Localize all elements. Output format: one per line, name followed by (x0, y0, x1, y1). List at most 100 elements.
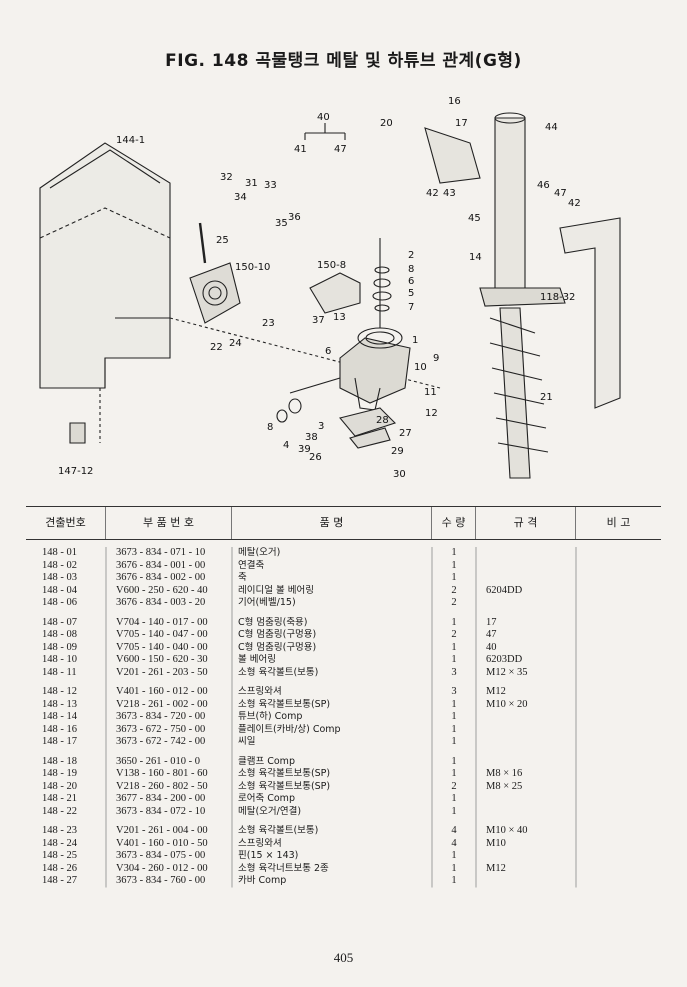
cell-spec: 6204DD (486, 584, 523, 596)
cell-name: 소형 육각볼트보통(SP) (238, 780, 331, 792)
svg-text:8: 8 (408, 264, 414, 275)
cell-part: V401 - 160 - 012 - 00 (116, 686, 208, 697)
cell-name: 카바 Comp (238, 875, 287, 886)
cell-no: 148 - 12 (42, 686, 77, 697)
svg-text:150-8: 150-8 (317, 260, 346, 271)
svg-text:9: 9 (433, 353, 439, 364)
cell-remark (576, 654, 661, 667)
svg-text:39: 39 (298, 444, 311, 455)
cell-part: V705 - 140 - 040 - 00 (116, 641, 208, 653)
cell-qty: 4 (451, 837, 457, 849)
cell-no: 148 - 10 (42, 654, 77, 665)
svg-text:30: 30 (393, 469, 406, 480)
svg-text:27: 27 (399, 428, 412, 439)
cell-spec: 17 (486, 616, 497, 628)
cell-spec (476, 560, 576, 573)
cell-spec (476, 793, 576, 806)
cell-spec (476, 547, 576, 560)
cell-remark (576, 838, 661, 851)
cell-name: C형 멈춤링(구멍용) (238, 629, 317, 640)
cell-no: 148 - 13 (42, 698, 77, 710)
cell-qty: 1 (451, 698, 457, 710)
cell-qty: 1 (451, 616, 457, 628)
cell-qty: 1 (451, 793, 457, 804)
cell-remark (576, 756, 661, 769)
cell-remark (576, 806, 661, 819)
cell-spec (476, 875, 576, 888)
cell-qty: 1 (451, 572, 457, 583)
cell-no: 148 - 11 (42, 666, 77, 678)
svg-text:5: 5 (408, 288, 414, 299)
svg-text:4: 4 (283, 440, 289, 451)
svg-text:6: 6 (325, 346, 331, 357)
cell-part: 3673 - 672 - 742 - 00 (116, 736, 206, 747)
cell-no: 148 - 21 (42, 793, 77, 804)
cell-qty: 4 (451, 825, 457, 836)
cell-no: 148 - 17 (42, 736, 77, 747)
svg-text:147-12: 147-12 (58, 466, 93, 477)
svg-text:26: 26 (309, 452, 322, 463)
cell-qty: 2 (451, 584, 457, 596)
cell-part: V704 - 140 - 017 - 00 (116, 616, 208, 628)
cell-no: 148 - 16 (42, 723, 77, 735)
exploded-parts-diagram: 144-1 32 31 33 34 35 36 25 150-10 150-8 … (20, 88, 660, 498)
cell-no: 148 - 14 (42, 711, 77, 722)
cell-qty: 1 (451, 654, 457, 665)
cell-remark (576, 793, 661, 806)
svg-text:42: 42 (568, 198, 581, 209)
header-spec: 규 격 (476, 507, 576, 539)
svg-text:44: 44 (545, 122, 558, 133)
cell-part: V201 - 261 - 004 - 00 (116, 825, 208, 836)
svg-text:16: 16 (448, 96, 461, 107)
cell-qty: 1 (451, 768, 457, 779)
cell-remark (576, 736, 661, 749)
cell-name: C형 멈춤링(축용) (238, 616, 308, 628)
cell-remark (576, 617, 661, 630)
svg-text:45: 45 (468, 213, 481, 224)
cell-name: 소형 육각볼트보통(SP) (238, 698, 331, 710)
cell-part: 3676 - 834 - 003 - 20 (116, 597, 206, 608)
cell-name: 스프링와셔 (238, 686, 282, 697)
svg-text:7: 7 (408, 302, 414, 313)
cell-no: 148 - 25 (42, 850, 77, 861)
svg-text:35: 35 (275, 218, 288, 229)
cell-no: 148 - 24 (42, 837, 77, 849)
cell-part: 3673 - 834 - 075 - 00 (116, 850, 206, 861)
cell-qty: 1 (451, 875, 457, 886)
cell-remark (576, 768, 661, 781)
cell-name: 기어(베벨/15) (238, 597, 296, 608)
svg-text:41: 41 (294, 144, 307, 155)
cell-part: 3650 - 261 - 010 - 0 (116, 755, 200, 767)
cell-name: 소형 육각볼트(보통) (238, 825, 319, 836)
cell-remark (576, 850, 661, 863)
svg-text:31: 31 (245, 178, 258, 189)
header-name: 품 명 (232, 507, 432, 539)
svg-text:6: 6 (408, 276, 414, 287)
cell-part: V705 - 140 - 047 - 00 (116, 629, 208, 640)
cell-qty: 2 (451, 780, 457, 792)
cell-remark (576, 642, 661, 655)
cell-spec (476, 572, 576, 585)
cell-no: 148 - 22 (42, 805, 77, 817)
cell-qty: 1 (451, 723, 457, 735)
cell-remark (576, 585, 661, 598)
svg-text:21: 21 (540, 392, 553, 403)
cell-spec: M12 (486, 862, 506, 874)
cell-qty: 1 (451, 641, 457, 653)
cell-remark (576, 699, 661, 712)
